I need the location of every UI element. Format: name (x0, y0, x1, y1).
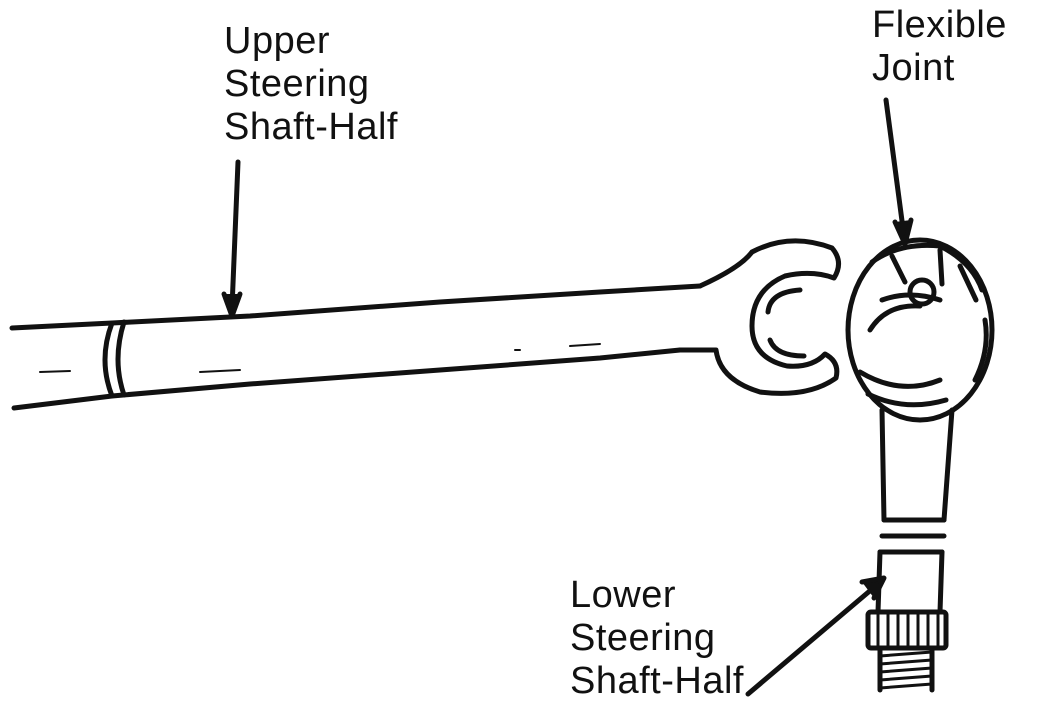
upper-label-line-3: Shaft-Half (224, 106, 398, 148)
lower-label-line-1: Lower (570, 574, 676, 616)
leader-upper-arrow (221, 159, 243, 319)
lower-steering-shaft-half-label: Lower Steering Shaft-Half (570, 574, 744, 703)
flexible-joint-ball (845, 237, 995, 423)
upper-shaft-half (9, 238, 841, 411)
lower-shaft-half (865, 407, 955, 693)
lower-label-line-3: Shaft-Half (570, 660, 744, 702)
upper-label-line-1: Upper (224, 20, 330, 62)
leader-flexible-arrow (883, 97, 914, 247)
lower-label-line-2: Steering (570, 617, 716, 659)
flexible-label-line-1: Flexible (872, 4, 1007, 46)
leader-lower-arrow (745, 575, 887, 697)
flexible-label-line-2: Joint (872, 47, 955, 89)
flexible-joint-label: Flexible Joint (872, 4, 1007, 90)
upper-steering-shaft-half-label: Upper Steering Shaft-Half (224, 20, 398, 149)
upper-label-line-2: Steering (224, 63, 370, 105)
